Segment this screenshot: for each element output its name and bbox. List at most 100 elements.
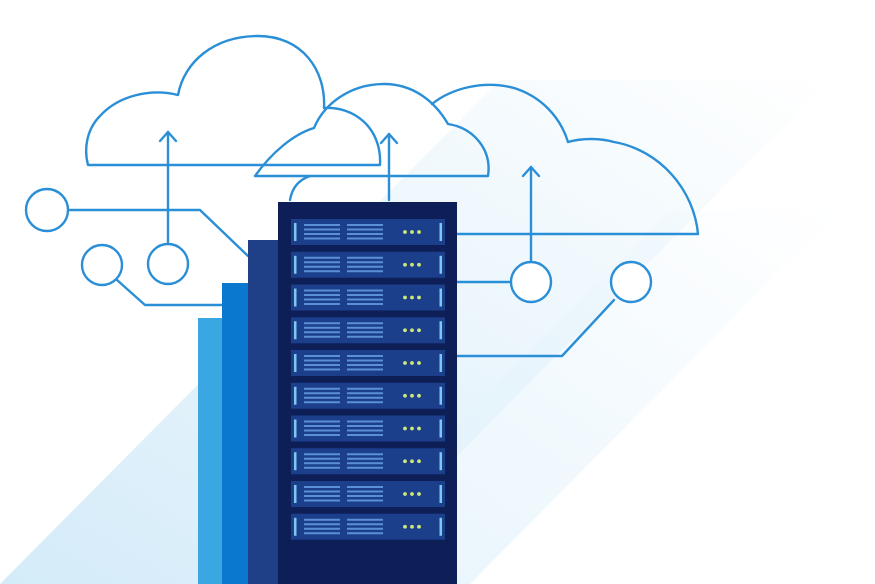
status-light <box>403 426 407 431</box>
drive-bay-line <box>347 228 383 231</box>
server-unit-face <box>291 513 445 540</box>
status-light <box>403 393 407 398</box>
drive-bay-line <box>347 289 383 292</box>
upload-arrow-icon <box>521 165 541 264</box>
drive-bay-line <box>347 331 383 334</box>
status-light <box>410 361 414 365</box>
drive-bay-line <box>347 453 383 456</box>
drive-bay-line <box>304 490 340 493</box>
status-light <box>410 295 414 300</box>
status-light <box>410 393 414 398</box>
upload-arrow-icon <box>379 132 399 202</box>
status-light <box>417 295 421 300</box>
clouds <box>85 34 700 236</box>
drive-bay-line <box>347 355 383 357</box>
server-unit-face <box>291 448 445 475</box>
server-unit <box>291 251 445 278</box>
drive-bay-line <box>347 490 383 493</box>
drive-bay-line <box>347 256 383 259</box>
server-unit <box>291 382 445 409</box>
server-unit-handle <box>294 255 297 274</box>
drive-bay <box>347 486 383 502</box>
status-light <box>403 492 407 496</box>
drive-bay-line <box>304 331 340 334</box>
server-unit-face <box>291 382 445 409</box>
drive-bay-line <box>304 434 340 436</box>
drive-bay-line <box>304 462 340 465</box>
drive-bay-line <box>347 298 383 301</box>
network-node-icon <box>509 260 553 304</box>
server-unit <box>291 481 445 507</box>
status-light <box>403 361 407 365</box>
server-unit-handle <box>439 419 442 438</box>
drive-bay <box>347 355 383 371</box>
side-stripe-mid <box>222 283 252 584</box>
network-node-icon <box>24 187 70 233</box>
drive-bay <box>347 518 383 535</box>
drive-bay-line <box>304 429 340 432</box>
status-light <box>417 262 421 267</box>
drive-bay <box>304 420 340 436</box>
drive-bay-line <box>304 364 340 366</box>
drive-bay-line <box>347 396 383 399</box>
drive-bay-line <box>304 453 340 456</box>
drive-bay-line <box>347 532 383 535</box>
drive-bay <box>304 453 340 469</box>
drive-bay <box>304 486 340 502</box>
server-unit-handle <box>439 485 442 503</box>
status-light <box>403 524 407 529</box>
server-rack-units <box>291 219 445 540</box>
drive-bay <box>347 322 383 338</box>
drive-bay-line <box>304 335 340 338</box>
drive-bay-line <box>304 499 340 502</box>
drive-bay-line <box>304 294 340 296</box>
server-unit-handle <box>294 452 297 471</box>
side-stripe-dark <box>248 240 282 584</box>
drive-bay-line <box>304 265 340 268</box>
server-unit-handle <box>439 452 442 471</box>
server-unit-face <box>291 219 445 245</box>
drive-bay-line <box>347 326 383 329</box>
status-light <box>410 492 414 496</box>
server-unit <box>291 415 445 442</box>
drive-bay-line <box>304 401 340 404</box>
drive-bay-line <box>347 434 383 436</box>
network-node-icon <box>146 242 190 286</box>
drive-bay-line <box>347 359 383 362</box>
drive-bay-line <box>347 224 383 226</box>
drive-bay <box>304 518 340 535</box>
drive-bay-line <box>304 224 340 226</box>
drive-bay-line <box>347 364 383 366</box>
drive-bay-line <box>304 457 340 460</box>
drive-bay-line <box>347 429 383 432</box>
server-unit-handle <box>439 223 442 241</box>
drive-bay-line <box>304 355 340 357</box>
server-unit-handle <box>294 321 297 340</box>
network-node-icon <box>80 243 124 287</box>
connection-line <box>115 278 250 307</box>
drive-bay-line <box>347 499 383 502</box>
server-unit-face <box>291 251 445 278</box>
server-unit-face <box>291 350 445 376</box>
server-unit-handle <box>439 255 442 274</box>
server-unit-handle <box>439 288 442 307</box>
drive-bay-line <box>347 233 383 235</box>
drive-bay-line <box>347 368 383 371</box>
status-light <box>417 328 421 333</box>
drive-bay-line <box>347 466 383 469</box>
drive-bay-line <box>347 322 383 325</box>
upload-arrows <box>158 130 541 264</box>
drive-bay-line <box>304 396 340 399</box>
server-unit-handle <box>294 485 297 503</box>
drive-bay-line <box>304 326 340 329</box>
status-light <box>417 459 421 464</box>
drive-bay-line <box>304 486 340 488</box>
connection-line <box>454 298 616 358</box>
drive-bay-line <box>304 368 340 371</box>
drive-bay-line <box>304 495 340 497</box>
status-light <box>403 262 407 267</box>
drive-bay-line <box>347 527 383 530</box>
status-light <box>403 230 407 234</box>
server-unit <box>291 317 445 344</box>
